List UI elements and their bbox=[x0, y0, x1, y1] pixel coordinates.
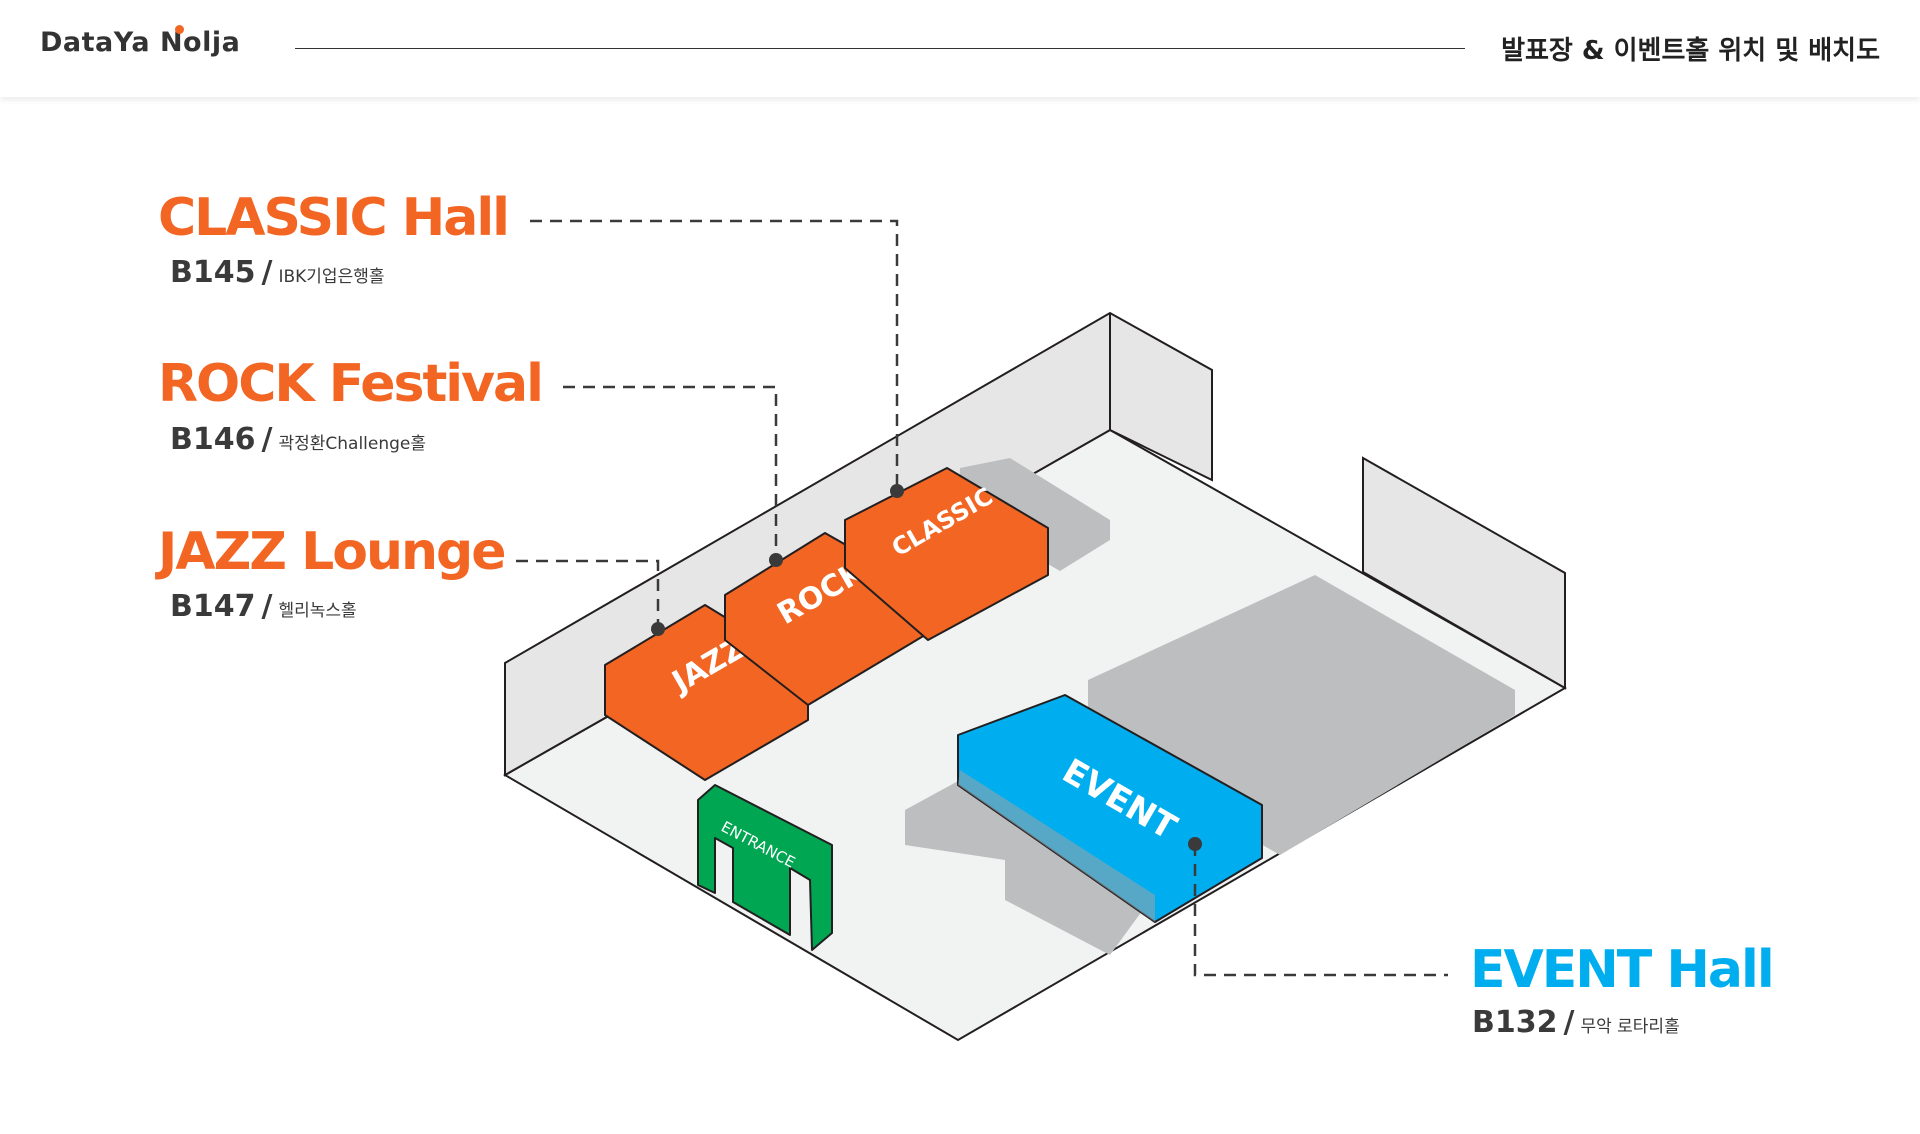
jazz-leader bbox=[516, 559, 660, 628]
jazz-slash: / bbox=[261, 589, 273, 624]
rock-leader bbox=[563, 385, 778, 560]
event-overlay bbox=[958, 770, 1155, 922]
classic-slash: / bbox=[261, 255, 273, 290]
classic-hall-room: IBK기업은행홀 bbox=[278, 267, 385, 287]
jazz-hall-code: B147 bbox=[170, 589, 256, 624]
jazz-hall-room: 헬리녹스홀 bbox=[278, 601, 357, 621]
entrance-arch bbox=[697, 784, 833, 951]
jazz-marker bbox=[651, 622, 665, 636]
grey-zone-back bbox=[958, 458, 1110, 571]
classic-block-shape bbox=[844, 467, 1049, 641]
event-hall-sub: B132/무악 로타리홀 bbox=[1472, 1008, 1680, 1038]
right-wall bbox=[1362, 456, 1566, 690]
page-title: 발표장 & 이벤트홀 위치 및 배치도 bbox=[1501, 36, 1880, 66]
rock-hall-sub: B146/곽정환Challenge홀 bbox=[170, 425, 426, 455]
page-header: DataYa Nolja 발표장 & 이벤트홀 위치 및 배치도 bbox=[0, 0, 1920, 97]
event-hall-room: 무악 로타리홀 bbox=[1580, 1017, 1680, 1037]
event-leader bbox=[1193, 844, 1448, 977]
leader-lines bbox=[516, 219, 1448, 977]
rock-hall-code: B146 bbox=[170, 422, 256, 457]
logo-dot bbox=[175, 25, 184, 34]
rock-hall-room: 곽정환Challenge홀 bbox=[278, 434, 427, 454]
event-marker bbox=[1188, 837, 1202, 851]
logo: DataYa Nolja bbox=[40, 25, 241, 58]
classic-hall-title: CLASSIC Hall bbox=[158, 188, 510, 248]
rock-slash: / bbox=[261, 422, 273, 457]
jazz-hall-sub: B147/헬리녹스홀 bbox=[170, 592, 357, 622]
rock-marker bbox=[769, 553, 783, 567]
event-hall-code: B132 bbox=[1472, 1005, 1558, 1040]
classic-marker bbox=[890, 484, 904, 498]
event-slash: / bbox=[1563, 1005, 1575, 1040]
logo-text: DataYa Nolja bbox=[40, 27, 241, 58]
jazz-hall-title: JAZZ Lounge bbox=[158, 522, 506, 582]
header-divider bbox=[295, 48, 1465, 49]
classic-hall-sub: B145/IBK기업은행홀 bbox=[170, 258, 385, 288]
grey-zone-front bbox=[905, 780, 1150, 955]
classic-leader bbox=[530, 219, 899, 490]
classic-hall-code: B145 bbox=[170, 255, 256, 290]
rock-hall-title: ROCK Festival bbox=[158, 354, 544, 414]
event-hall-title: EVENT Hall bbox=[1470, 940, 1775, 1000]
